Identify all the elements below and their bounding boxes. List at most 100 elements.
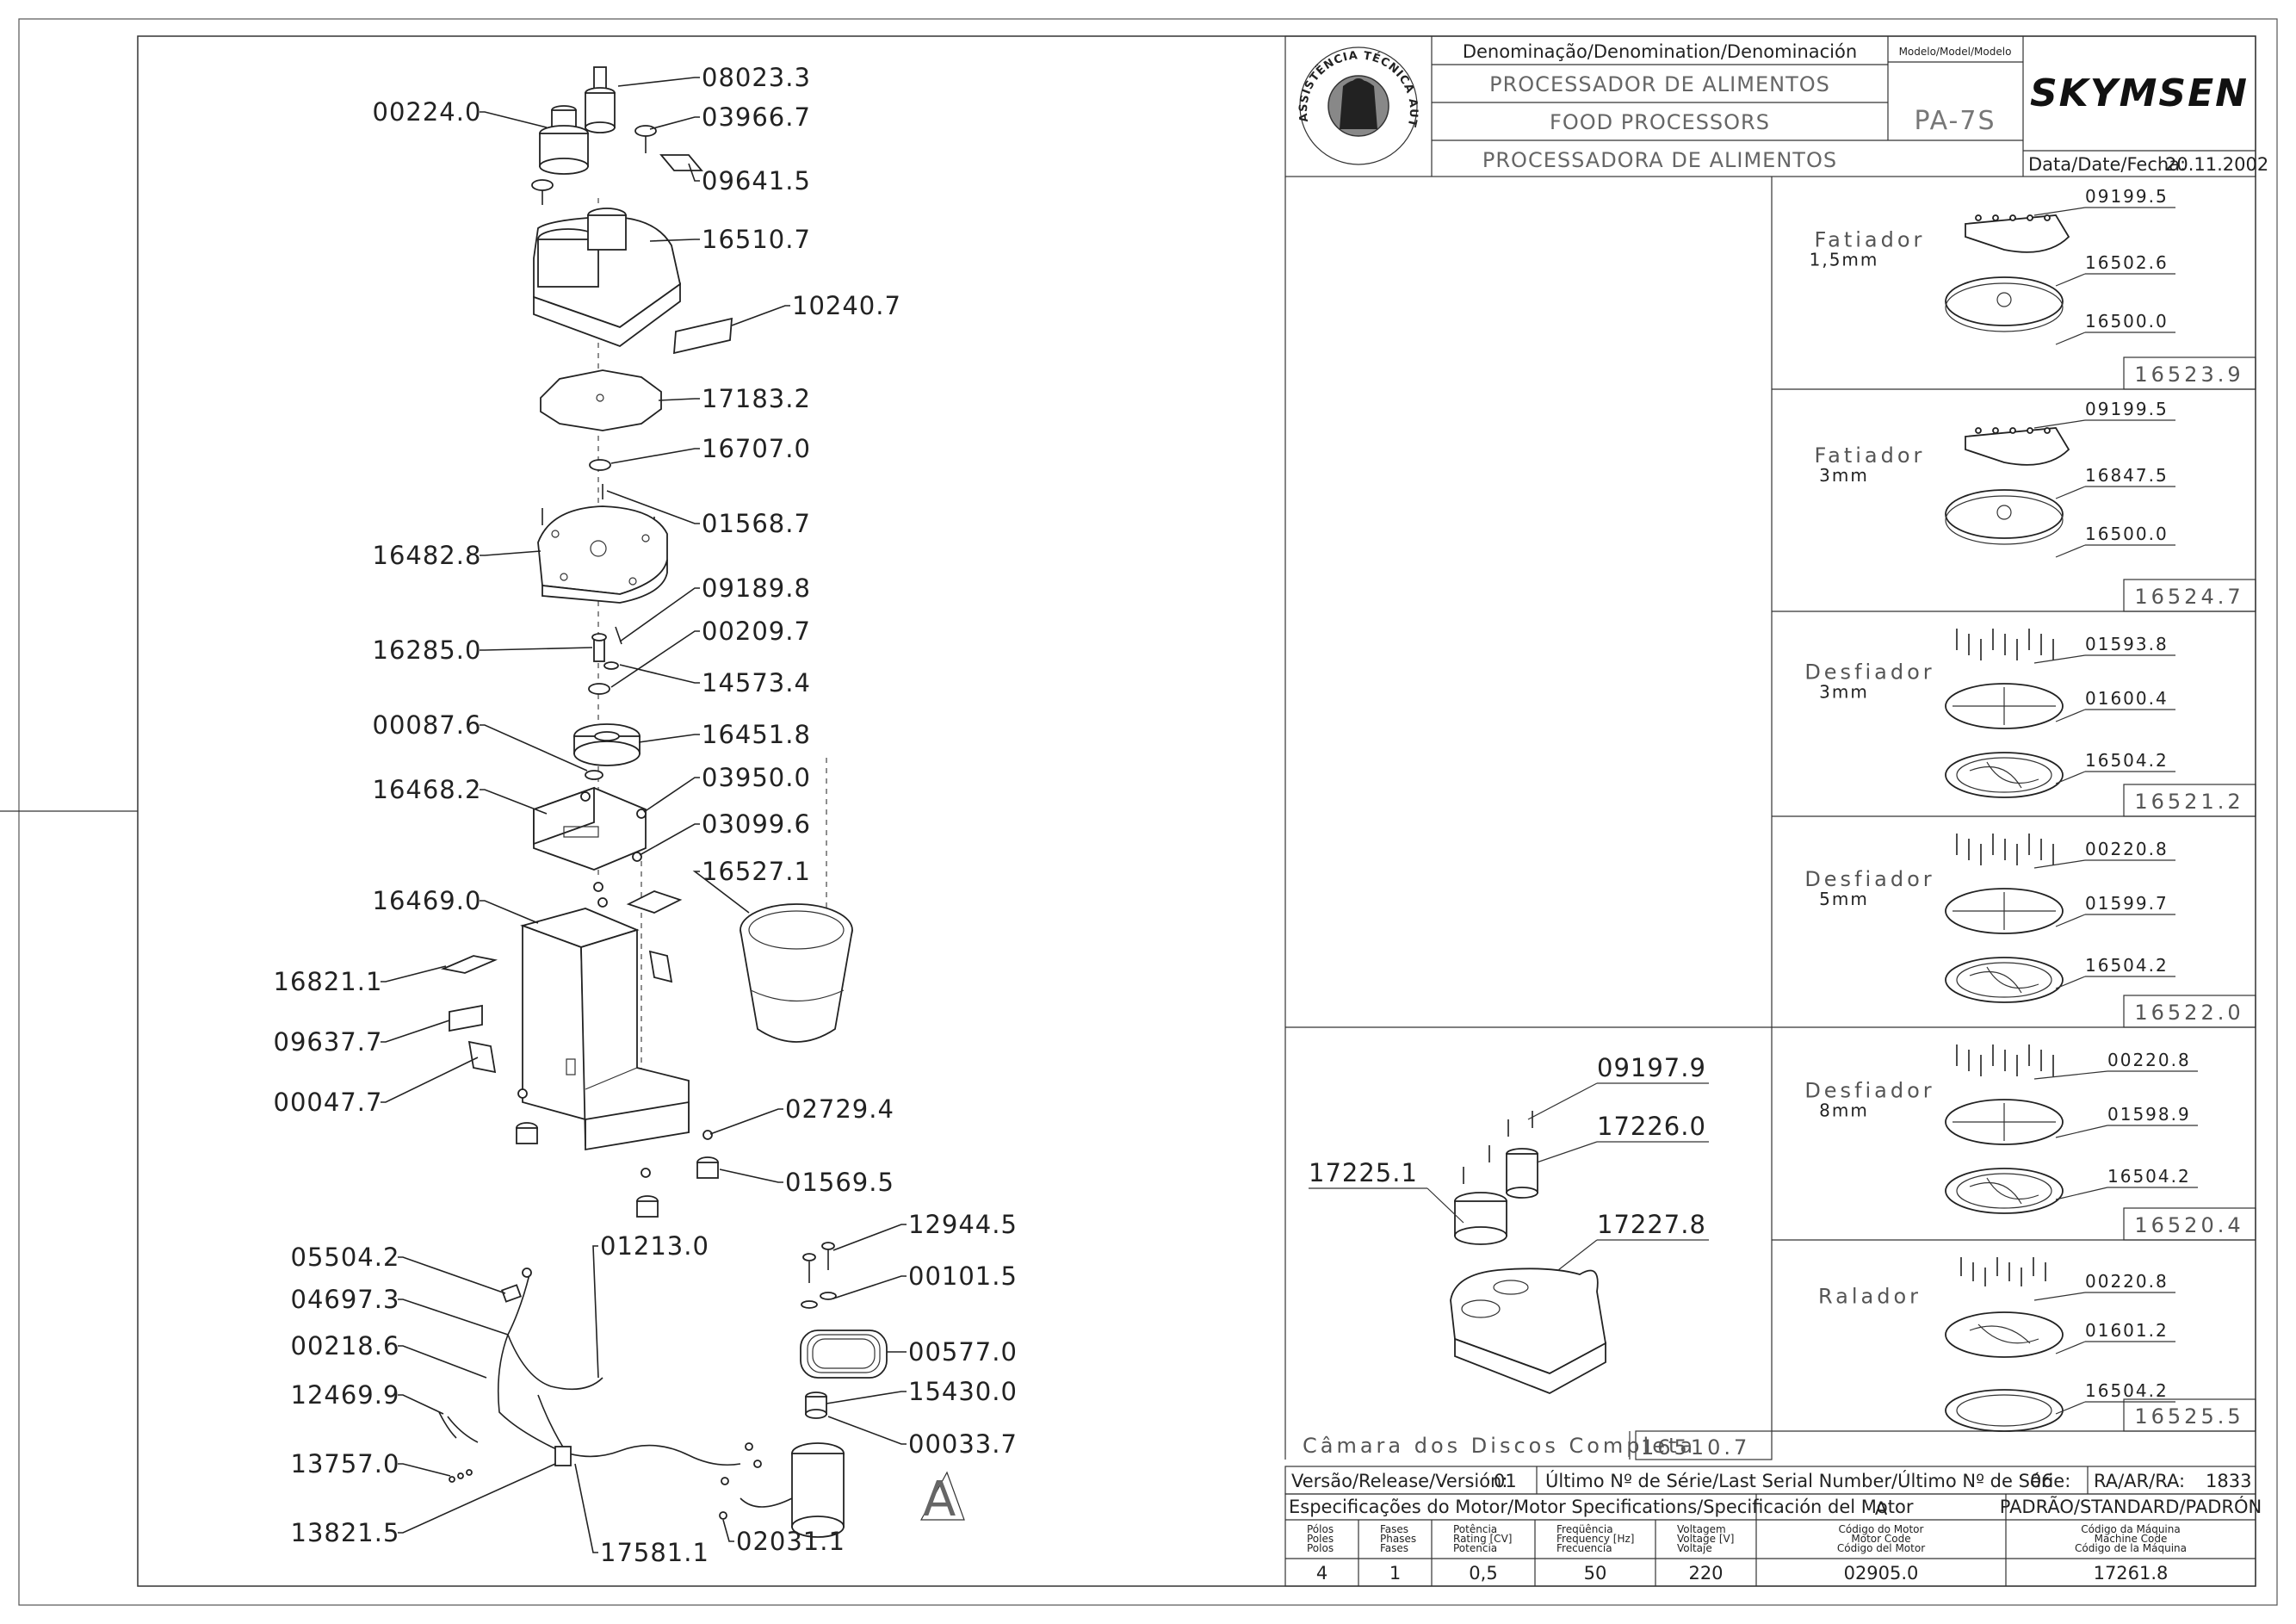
- spec-label: Fases: [1380, 1523, 1408, 1535]
- version-label: Versão/Release/Versión:: [1291, 1471, 1507, 1491]
- part-number-label: 16469.0: [373, 886, 482, 915]
- spec-label: Voltage [V]: [1677, 1533, 1734, 1545]
- part-number-label: 02031.1: [736, 1527, 845, 1556]
- disc-part-label: 16504.2: [2085, 1380, 2169, 1401]
- part-number-label: 10240.7: [792, 291, 901, 320]
- exploded-view: A: [438, 66, 965, 1538]
- part-number-label: 16285.0: [373, 635, 482, 665]
- disc-part-label: 01599.7: [2085, 893, 2169, 914]
- plate-16482-8: [537, 505, 668, 604]
- part-number-label: 16821.1: [274, 967, 383, 996]
- part-number-label: 13821.5: [291, 1518, 400, 1547]
- part-number-label: 02729.4: [785, 1094, 894, 1124]
- disc-name: Fatiador: [1815, 228, 1926, 252]
- disc-name: Desfiador: [1804, 660, 1934, 685]
- spec-label: Machine Code: [2095, 1533, 2168, 1545]
- part-callout: 15430.0: [826, 1377, 1018, 1406]
- part-number-label: 01213.0: [600, 1231, 709, 1261]
- chamber-part-label: 09197.9: [1597, 1053, 1706, 1082]
- chamber-panel: Câmara dos Discos Completa 16510.7: [1303, 1111, 1773, 1460]
- chamber-part-label: 17226.0: [1597, 1112, 1706, 1141]
- drawing-border: [137, 35, 2256, 1587]
- chamber-part-label: 17225.1: [1309, 1158, 1418, 1187]
- pulley-16451-8: [573, 723, 641, 766]
- part-callout: 16510.7: [649, 225, 810, 254]
- disc-part-label: 00220.8: [2107, 1050, 2191, 1070]
- part-number-label: 16468.2: [373, 775, 482, 804]
- chamber-part-callout: 09197.9: [1527, 1053, 1709, 1120]
- disc-size: 8mm: [1819, 1100, 1869, 1121]
- disc-assembly-code: 16520.4: [2134, 1213, 2243, 1237]
- part-callout: 13821.5: [291, 1463, 556, 1547]
- part-number-label: 00033.7: [908, 1429, 1018, 1459]
- model-value: PA-7S: [1915, 106, 1996, 136]
- disc-part-label: 16504.2: [2085, 955, 2169, 976]
- disc-size: 3mm: [1819, 682, 1869, 703]
- belt-00577-0: [800, 1330, 888, 1379]
- chamber-label: Câmara dos Discos Completa: [1303, 1434, 1696, 1458]
- part-callout: 00101.5: [832, 1261, 1017, 1299]
- part-callout: 03950.0: [643, 763, 810, 813]
- part-callout: 14573.4: [619, 664, 811, 697]
- part-number-label: 00577.0: [908, 1337, 1018, 1367]
- part-callout: 01568.7: [606, 490, 811, 538]
- spec-label: Phases: [1380, 1533, 1416, 1545]
- part-callout: 02729.4: [709, 1094, 894, 1135]
- part-number-label: 16482.8: [373, 541, 482, 570]
- part-number-label: 00218.6: [291, 1331, 400, 1361]
- chamber-part-callout: 17227.8: [1557, 1210, 1709, 1271]
- disc-name: Desfiador: [1804, 867, 1934, 891]
- motor-marker: A: [923, 1472, 956, 1528]
- disc-assembly-code: 16525.5: [2134, 1404, 2243, 1429]
- title-block: ASSISTÊNCIA TÉCNICA AUTORIZADA Denominaç…: [0, 0, 2268, 177]
- disc-part-label: 01601.2: [2085, 1320, 2169, 1341]
- disc-assembly-code: 16522.0: [2134, 1001, 2243, 1025]
- part-number-label: 00209.7: [702, 617, 811, 646]
- part-callout: 08023.3: [617, 63, 810, 92]
- part-number-label: 03966.7: [702, 102, 811, 132]
- part-callout: 03966.7: [649, 102, 811, 132]
- part-number-label: 04697.3: [291, 1285, 400, 1314]
- part-number-label: 16451.8: [702, 720, 811, 749]
- spec-value: 4: [1316, 1563, 1327, 1584]
- spec-label: Código de la Máquina: [2075, 1542, 2187, 1554]
- part-callout: 04697.3: [291, 1285, 509, 1336]
- bracket-16468-2: [533, 786, 647, 871]
- part-callout: 16468.2: [373, 775, 548, 815]
- part-number-label: 17183.2: [702, 384, 811, 413]
- part-number-label: 15430.0: [908, 1377, 1018, 1406]
- disc-part-label: 09199.5: [2085, 186, 2169, 207]
- part-number-label: 01568.7: [702, 509, 811, 538]
- disc-part-label: 01600.4: [2085, 688, 2169, 709]
- part-number-label: 16527.1: [702, 857, 811, 886]
- motor-spec-header: Especificações do Motor/Motor Specificat…: [1289, 1497, 1914, 1517]
- part-callout: 00224.0: [373, 97, 548, 128]
- part-number-label: 14573.4: [702, 668, 811, 697]
- part-callout: 03099.6: [639, 809, 810, 856]
- part-callout: 16451.8: [638, 720, 811, 749]
- chamber-code: 16510.7: [1641, 1435, 1750, 1460]
- spec-label: Código del Motor: [1837, 1542, 1925, 1554]
- motor-spec-table: Especificações do Motor/Motor Specificat…: [1284, 1493, 2262, 1587]
- disc-part-label: 16500.0: [2085, 524, 2169, 544]
- spec-label: Código do Motor: [1839, 1523, 1924, 1535]
- spec-value: 220: [1688, 1563, 1723, 1584]
- disc-part-label: 01593.8: [2085, 634, 2169, 654]
- disc-assembly-code: 16524.7: [2134, 585, 2243, 609]
- part-number-label: 12944.5: [908, 1210, 1018, 1239]
- feet: [516, 1088, 719, 1218]
- ra-value: 1833: [2206, 1471, 2251, 1491]
- spec-label: Potencia: [1453, 1542, 1497, 1554]
- brand-logo: SKYMSEN: [2030, 71, 2249, 115]
- spec-label: Pólos: [1307, 1523, 1334, 1535]
- spec-label: Poles: [1307, 1533, 1334, 1545]
- part-callout: 02031.1: [722, 1519, 845, 1556]
